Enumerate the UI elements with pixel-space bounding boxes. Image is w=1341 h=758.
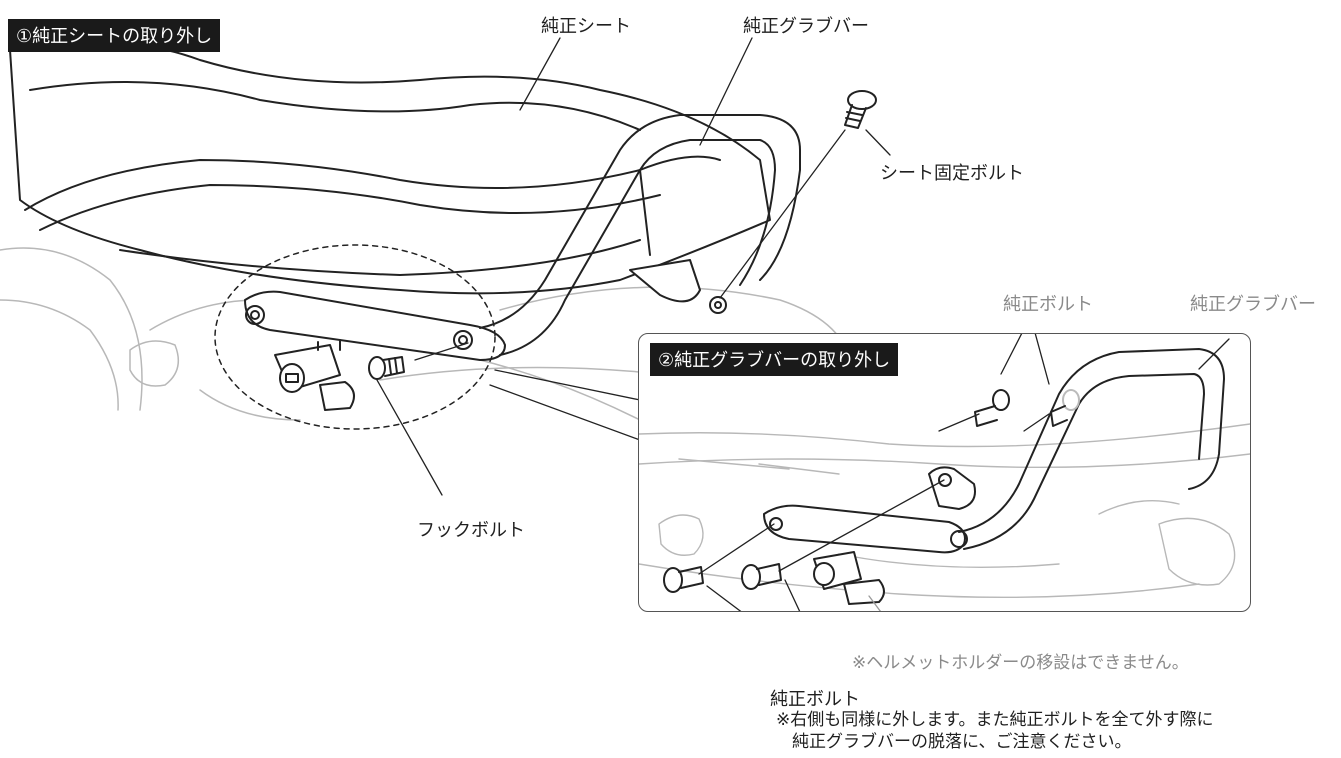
helmet-lock-drawing <box>274 339 355 411</box>
step1-title: ①純正シートの取り外し <box>8 19 221 52</box>
step2-illustration <box>639 334 1250 611</box>
step2-title: ②純正グラブバーの取り外し <box>650 343 899 376</box>
genuine-grab-bar-drawing <box>244 114 801 361</box>
highlight-circle <box>214 244 496 430</box>
note-helmet-holder: ※ヘルメットホルダーの移設はできません。 <box>852 653 1189 673</box>
hook-bolt-drawing <box>368 356 405 380</box>
label-hook-bolt: フックボルト <box>417 520 525 541</box>
label-genuine-seat: 純正シート <box>541 16 631 37</box>
seat-fixing-bolt-drawing <box>844 90 877 129</box>
inset-helmet-lock-drawing <box>813 551 885 605</box>
inset-grab-bar-drawing <box>763 348 1225 554</box>
inset-bolts-drawing <box>663 389 1080 593</box>
note-right-side-line1: ※右側も同様に外します。また純正ボルトを全て外す際に <box>776 710 1214 730</box>
note-right-side-line2: 純正グラブバーの脱落に、ご注意ください。 <box>792 732 1132 752</box>
bodywork-outline <box>0 247 851 421</box>
step2-inset <box>638 333 1251 612</box>
genuine-seat-drawing <box>9 41 771 295</box>
inset-bodywork <box>639 423 1250 599</box>
label-genuine-grab-bar: 純正グラブバー <box>743 16 869 37</box>
label-genuine-grab-bar-inset: 純正グラブバー <box>1190 294 1316 315</box>
leader-lines <box>376 37 891 496</box>
label-seat-fixing-bolt: シート固定ボルト <box>880 163 1024 184</box>
label-genuine-bolt-bottom: 純正ボルト <box>770 689 860 710</box>
label-genuine-bolt-inset: 純正ボルト <box>1003 294 1093 315</box>
inset-leader-lines <box>698 334 1230 611</box>
